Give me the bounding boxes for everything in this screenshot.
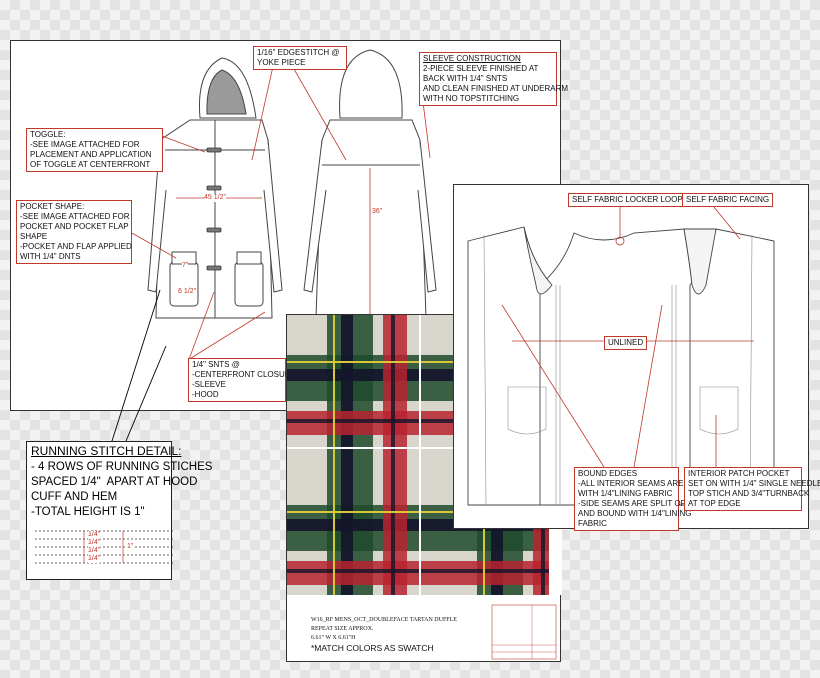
pocket-shape-callout: POCKET SHAPE: -SEE IMAGE ATTACHED FOR PO… (16, 200, 132, 264)
running-stitch-body: - 4 ROWS OF RUNNING STICHES SPACED 1/4" A… (31, 460, 212, 520)
edgestitch-line1: 1/16" EDGESTITCH @ (257, 48, 340, 57)
tartan-caption-repeat: REPEAT SIZE APPROX. (311, 626, 374, 632)
back-panel (539, 228, 693, 506)
snts-callout: 1/4" SNTS @ -CENTERFRONT CLOSURE -SLEEVE… (188, 358, 296, 402)
patch-title: INTERIOR PATCH POCKET (688, 469, 790, 478)
sleeve-line: AND CLEAN FINISHED AT UNDERARM (423, 84, 569, 93)
bound-title: BOUND EDGES (578, 469, 638, 478)
stitch-rows-diagram (35, 530, 173, 564)
bound-line: -ALL INTERIOR SEAMS ARE BOUND (578, 479, 715, 488)
running-stitch-detail: RUNNING STITCH DETAIL: - 4 ROWS OF RUNNI… (26, 441, 212, 580)
interior-patch-pocket-callout: INTERIOR PATCH POCKET SET ON WITH 1/4" S… (684, 467, 820, 511)
toggles (206, 147, 222, 271)
toggle-line: -SEE IMAGE ATTACHED FOR (30, 140, 140, 149)
patch-line: AT TOP EDGE (688, 499, 741, 508)
sleeve-line: 2-PIECE SLEEVE FINISHED AT (423, 64, 539, 73)
pocket-line: -POCKET AND FLAP APPLIED (20, 242, 132, 251)
patch-line: SET ON WITH 1/4" SINGLE NEEDLE (688, 479, 820, 488)
toggle-title: TOGGLE: (30, 130, 66, 139)
pocket-width-measure: 6 1/2" (178, 288, 197, 296)
snts-line: -SLEEVE (192, 380, 226, 389)
stitch-row-label: 1/4" (88, 531, 101, 539)
tartan-caption-name: W16_RF MENS_OCT_DOUBLEFACE TARTAN DUFFLE (311, 617, 457, 623)
running-stitch-title: RUNNING STITCH DETAIL: (31, 444, 182, 458)
pocket-line: WITH 1/4" DNTS (20, 252, 81, 261)
running-stitch-line: CUFF AND HEM (31, 491, 118, 503)
interior-flat-sheet: SELF FABRIC LOCKER LOOP SELF FABRIC FACI… (453, 184, 820, 531)
bound-line: -SIDE SEAMS ARE SPLIT OPEN (578, 499, 697, 508)
running-stitch-line: - 4 ROWS OF RUNNING STICHES (31, 461, 213, 473)
pocket-line: POCKET AND POCKET FLAP (20, 222, 129, 231)
sleeve-construction-callout: SLEEVE CONSTRUCTION 2-PIECE SLEEVE FINIS… (419, 52, 569, 106)
bound-edges-callout: BOUND EDGES -ALL INTERIOR SEAMS ARE BOUN… (574, 467, 715, 531)
sleeve-line: BACK WITH 1/4" SNTS (423, 74, 508, 83)
unlined-label: UNLINED (604, 336, 648, 350)
edgestitch-line2: YOKE PIECE (257, 58, 306, 67)
length-measure: 36" (372, 208, 383, 216)
stitch-row-label: 1/4" (88, 547, 101, 555)
tartan-caption-size: 6.61" W X 6.61"H (311, 635, 356, 641)
snts-line: -HOOD (192, 390, 219, 399)
sleeve-title: SLEEVE CONSTRUCTION (423, 54, 521, 63)
snts-title: 1/4" SNTS @ (192, 360, 240, 369)
stitch-row-label: 1/4" (88, 555, 101, 563)
running-stitch-line: SPACED 1/4" APART AT HOOD (31, 476, 198, 488)
interior-flats (467, 200, 775, 506)
front-coat-flat (147, 57, 283, 319)
bound-line: FABRIC (578, 519, 607, 528)
running-stitch-line: -TOTAL HEIGHT IS 1" (31, 506, 145, 518)
pocket-line: SHAPE (20, 232, 48, 241)
pocket-title: POCKET SHAPE: (20, 202, 85, 211)
running-stitch-arrows (111, 289, 167, 442)
pocket-height-measure: 7" (182, 262, 189, 270)
toggle-line: PLACEMENT AND APPLICATION (30, 150, 152, 159)
patch-line: TOP STICH AND 3/4"TURNBACK (688, 489, 810, 498)
edgestitch-callout: 1/16" EDGESTITCH @ YOKE PIECE (253, 46, 347, 70)
stitch-total-label: 1" (127, 543, 134, 551)
facing-callout: SELF FABRIC FACING (682, 193, 774, 207)
locker-loop-callout: SELF FABRIC LOCKER LOOP (568, 193, 687, 207)
toggle-callout: TOGGLE: -SEE IMAGE ATTACHED FOR PLACEMEN… (26, 128, 163, 172)
chest-measure: 45 1/2" (204, 194, 226, 202)
bound-line: WITH 1/4"LINING FABRIC (578, 489, 673, 498)
stitch-row-label: 1/4" (88, 539, 101, 547)
match-colors-note: *MATCH COLORS AS SWATCH (311, 643, 434, 653)
snts-line: -CENTERFRONT CLOSURE (192, 370, 296, 379)
bound-line: AND BOUND WITH 1/4"LINING (578, 509, 692, 518)
toggle-line: OF TOGGLE AT CENTERFRONT (30, 160, 151, 169)
pocket-line: -SEE IMAGE ATTACHED FOR (20, 212, 130, 221)
sleeve-line: WITH NO TOPSTITCHING (423, 94, 520, 103)
